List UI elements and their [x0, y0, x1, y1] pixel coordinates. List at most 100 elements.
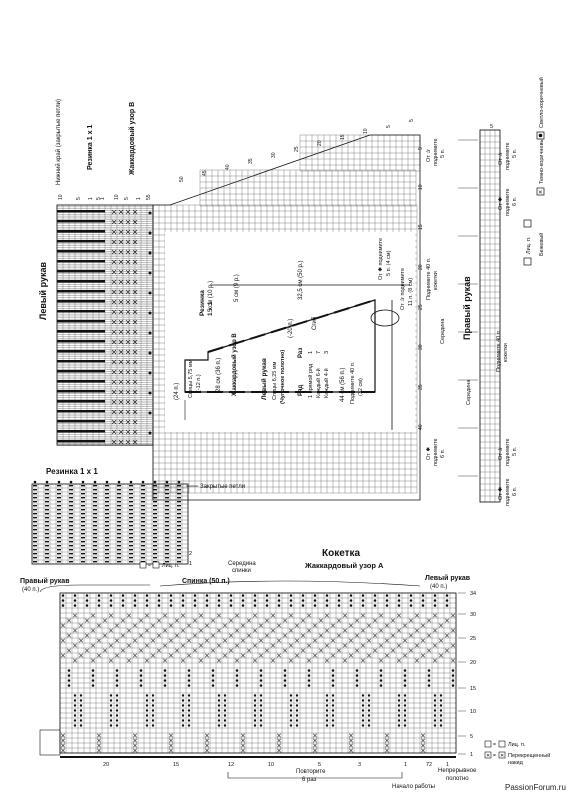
rib-band [57, 210, 105, 213]
dot-stitch [427, 679, 431, 682]
ls-top-number: 10 [363, 128, 369, 134]
cross-stitch [450, 613, 456, 618]
dot-stitch [295, 704, 299, 707]
cross-stitch [118, 269, 124, 275]
dot-stitch [403, 724, 407, 727]
cross-stitch [120, 648, 126, 653]
dot-stitch [151, 699, 155, 702]
dot-stitch [253, 719, 257, 722]
cross-stitch [138, 618, 144, 623]
cross-stitch [60, 748, 66, 753]
svg-text:=: = [148, 563, 151, 569]
rs-star-top: От ✰ [497, 152, 504, 165]
dot-stitch [295, 709, 299, 712]
cross-stitch [125, 389, 131, 395]
cross-stitch [246, 648, 252, 653]
rs-star-mid-c: 6 п. [512, 196, 518, 206]
cross-stitch [324, 658, 330, 663]
dot-stitch [121, 594, 125, 597]
dot-stitch [259, 724, 263, 727]
dot-stitch [73, 724, 77, 727]
cross-stitch [306, 643, 312, 648]
cross-stitch [132, 653, 138, 658]
dot-stitch [139, 669, 143, 672]
cross-stitch [126, 643, 132, 648]
dot-stitch [193, 594, 197, 597]
dot-stitch [145, 719, 149, 722]
dot-stitch [331, 714, 335, 717]
rib-band [57, 240, 105, 243]
cross-stitch [118, 209, 124, 215]
cross-stitch [174, 633, 180, 638]
cross-stitch [108, 613, 114, 618]
dot-stitch [145, 604, 149, 607]
dot-stitch [187, 709, 191, 712]
dot-stitch [79, 709, 83, 712]
cross-stitch [111, 279, 117, 285]
dot-stitch [259, 704, 263, 707]
cross-stitch [204, 743, 210, 748]
dot-stitch [325, 599, 329, 602]
cross-stitch [366, 653, 372, 658]
dot-stitch [205, 604, 209, 607]
cross-stitch [240, 743, 246, 748]
rib-band [57, 260, 105, 263]
dot-stitch [67, 674, 71, 677]
ls-side-number: 10 [418, 184, 424, 190]
cross-stitch [342, 643, 348, 648]
dot-stitch [181, 704, 185, 707]
dot-stitch [253, 594, 257, 597]
cross-stitch [111, 229, 117, 235]
cross-stitch [72, 643, 78, 648]
dot-stitch [91, 679, 95, 682]
cross-stitch [390, 633, 396, 638]
dot-stitch [115, 669, 119, 672]
dot-stitch [73, 694, 77, 697]
dot-stitch [313, 594, 317, 597]
dot-stitch [151, 709, 155, 712]
cross-stitch [125, 369, 131, 375]
rib-band [57, 390, 105, 393]
ls-col-number: 10 [58, 194, 64, 200]
dot-stitch [307, 684, 311, 687]
dot-stitch [397, 604, 401, 607]
dot-stitch [91, 669, 95, 672]
cross-stitch [102, 618, 108, 623]
dot-stitch [385, 599, 389, 602]
cross-stitch [210, 618, 216, 623]
svg-text:✕: ✕ [500, 753, 504, 759]
cross-stitch [420, 623, 426, 628]
dot-stitch [187, 669, 191, 672]
dot-stitch [181, 594, 185, 597]
cross-stitch [240, 733, 246, 738]
cross-stitch [180, 643, 186, 648]
dot-stitch [403, 669, 407, 672]
cross-stitch [384, 653, 390, 658]
cross-stitch [168, 733, 174, 738]
cross-stitch [60, 638, 66, 643]
dot-stitch [217, 604, 221, 607]
cross-stitch [118, 249, 124, 255]
left-sleeve-chart: Левый рукав Нижний край (закрытые петли)… [38, 99, 446, 501]
dot-stitch [67, 684, 71, 687]
cross-stitch [240, 638, 246, 643]
cross-stitch [150, 653, 156, 658]
cross-stitch [264, 618, 270, 623]
cross-stitch [96, 638, 102, 643]
rs-star-mid-b: поднимите [505, 188, 511, 216]
cross-stitch [228, 633, 234, 638]
right-sleeve-title: Правый рукав [462, 276, 472, 340]
dot-stitch [229, 599, 233, 602]
from-star-1: От ✱ поднимите [377, 238, 384, 280]
dot-stitch [117, 480, 121, 484]
cross-stitch [360, 643, 366, 648]
ls-col-number: 1 [88, 197, 94, 200]
dot-stitch [259, 699, 263, 702]
yoke-row-number: 5 [470, 734, 473, 740]
cross-stitch [132, 738, 138, 743]
cross-stitch [72, 658, 78, 663]
dot-stitch [148, 271, 152, 275]
dot-stitch [235, 669, 239, 672]
cross-stitch [150, 638, 156, 643]
